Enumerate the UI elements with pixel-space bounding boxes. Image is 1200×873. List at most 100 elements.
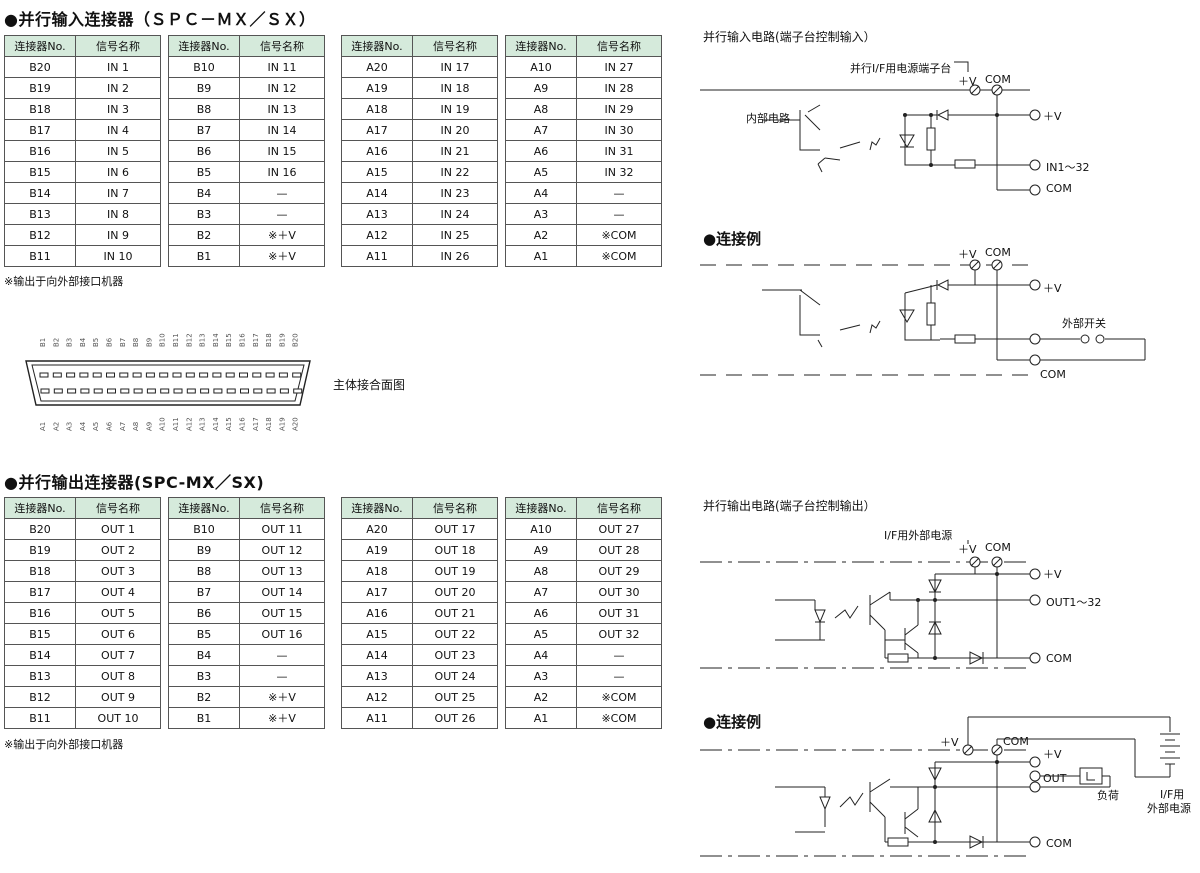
signal-name-cell: IN 21	[412, 140, 498, 162]
connector-no-cell: A2	[505, 224, 577, 246]
connector-inner	[31, 364, 305, 402]
signal-name-cell: OUT 22	[412, 623, 498, 645]
oe-out-label: OUT	[1043, 772, 1067, 785]
connector-pin	[40, 388, 50, 394]
connector-no-cell: B18	[4, 98, 76, 120]
header-connector-no: 连接器No.	[341, 35, 413, 57]
bottom-pin-label: A18	[265, 417, 273, 431]
input-section-title: ●并行输入连接器（ＳＰＣ－ＭＸ／ＳＸ）	[4, 10, 316, 29]
table-header-row: 连接器No.信号名称	[168, 497, 325, 519]
top-pin-label: B15	[225, 333, 233, 347]
signal-name-cell: OUT 12	[239, 539, 325, 561]
connector-no-cell: B4	[168, 182, 240, 204]
signal-name-cell: OUT 24	[412, 665, 498, 687]
oc-out-label: OUT1～32	[1046, 596, 1102, 609]
signal-name-cell: OUT 4	[75, 581, 161, 603]
connector-shell	[25, 360, 311, 406]
bottom-pin-label: A2	[52, 422, 60, 431]
connector-pin	[119, 372, 129, 378]
signal-name-cell: IN 19	[412, 98, 498, 120]
header-signal-name: 信号名称	[576, 35, 662, 57]
connector-no-cell: A11	[341, 245, 413, 267]
connector-no-cell: B20	[4, 56, 76, 78]
table-header-row: 连接器No.信号名称	[341, 497, 498, 519]
signal-name-cell: —	[239, 665, 325, 687]
signal-name-cell: ※＋V	[239, 707, 325, 729]
top-pin-label: B8	[132, 338, 140, 347]
oc-plus-v-terminal: ＋V	[958, 543, 977, 556]
signal-name-cell: IN 12	[239, 77, 325, 99]
signal-name-cell: OUT 7	[75, 644, 161, 666]
top-pin-label: B12	[185, 333, 193, 347]
ie-com-terminal: COM	[985, 246, 1011, 259]
top-pin-label: B18	[265, 333, 273, 347]
connector-no-cell: B1	[168, 245, 240, 267]
signal-name-cell: OUT 31	[576, 602, 662, 624]
bottom-pin-label: A5	[92, 422, 100, 431]
signal-name-cell: IN 22	[412, 161, 498, 183]
connector-no-cell: A9	[505, 77, 577, 99]
signal-name-cell: ※COM	[576, 686, 662, 708]
connector-no-cell: B5	[168, 623, 240, 645]
connector-no-cell: A16	[341, 140, 413, 162]
output-circuit-diagram	[700, 540, 1041, 669]
connector-no-cell: B5	[168, 161, 240, 183]
connector-no-cell: B14	[4, 182, 76, 204]
signal-name-cell: —	[239, 203, 325, 225]
supply-label-1: I/F用	[1160, 788, 1185, 801]
bottom-pin-label: A19	[278, 417, 286, 431]
connector-no-cell: B7	[168, 119, 240, 141]
connector-no-cell: A14	[341, 644, 413, 666]
bottom-pin-label: A14	[212, 417, 220, 431]
signal-name-cell: —	[576, 203, 662, 225]
table-row: A4—	[505, 644, 662, 666]
signal-name-cell: ※COM	[576, 245, 662, 267]
connector-no-cell: B3	[168, 665, 240, 687]
connector-pin	[106, 372, 115, 378]
connector-no-cell: A6	[505, 602, 577, 624]
table-header-row: 连接器No.信号名称	[505, 497, 662, 519]
top-pin-label: B5	[92, 338, 100, 347]
signal-name-cell: ※＋V	[239, 224, 325, 246]
header-connector-no: 连接器No.	[168, 497, 240, 519]
connector-no-cell: A16	[341, 602, 413, 624]
top-pin-label: B20	[292, 333, 300, 347]
top-pin-label: B13	[199, 333, 207, 347]
connector-no-cell: B2	[168, 224, 240, 246]
connector-pin	[92, 372, 102, 378]
bottom-pin-label: A1	[39, 422, 47, 431]
header-signal-name: 信号名称	[75, 497, 161, 519]
connector-no-cell: A10	[505, 56, 577, 78]
connector-no-cell: A1	[505, 245, 577, 267]
top-pin-label: B6	[106, 337, 114, 347]
bottom-pin-label: A8	[132, 422, 140, 431]
signal-name-cell: ※COM	[576, 224, 662, 246]
signal-name-cell: —	[239, 644, 325, 666]
connector-pin	[225, 372, 235, 378]
top-pin-label: B3	[66, 338, 74, 347]
supply-label-2: 外部电源	[1147, 802, 1191, 815]
signal-name-cell: OUT 5	[75, 602, 161, 624]
connector-pin	[226, 388, 236, 394]
table-row: B1※＋V	[168, 707, 325, 729]
connector-no-cell: A19	[341, 539, 413, 561]
